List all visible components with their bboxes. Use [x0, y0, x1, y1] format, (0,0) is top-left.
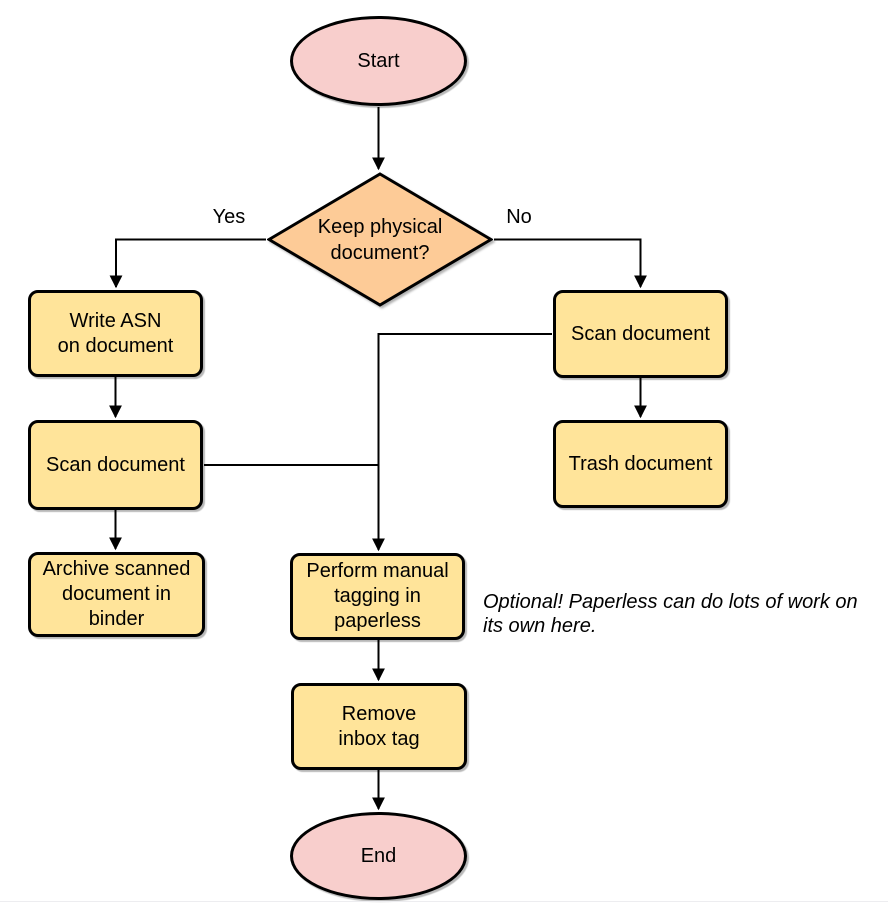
bottom-divider [0, 901, 888, 902]
connector-decision-no-to-scan-right [494, 238, 647, 289]
decision-node-label: Keep physical document? [317, 215, 443, 264]
write-asn-node: Write ASN on document [28, 290, 203, 377]
end-node-label: End [360, 844, 397, 867]
connector-scan-right-to-tagging [372, 333, 552, 552]
edge-label-yes: Yes [212, 206, 246, 228]
scan-document-right-node: Scan document [553, 290, 728, 378]
archive-node-label: Archive scanned document in binder [42, 558, 191, 630]
archive-node: Archive scanned document in binder [28, 552, 205, 637]
end-node: End [290, 812, 467, 900]
trash-document-node: Trash document [553, 420, 728, 508]
scan-document-right-node-label: Scan document [571, 322, 710, 345]
scan-document-left-node: Scan document [28, 420, 203, 510]
start-node: Start [290, 16, 467, 106]
optional-annotation: Optional! Paperless can do lots of work … [483, 591, 858, 637]
trash-document-node-label: Trash document [568, 452, 713, 475]
remove-inbox-tag-node-label: Remove inbox tag [338, 702, 420, 750]
decision-diamond-shape [267, 172, 493, 307]
write-asn-node-label: Write ASN on document [57, 309, 174, 357]
scan-document-left-node-label: Scan document [46, 453, 185, 476]
start-node-label: Start [357, 49, 400, 72]
manual-tagging-node-label: Perform manual tagging in paperless [306, 560, 449, 632]
manual-tagging-node: Perform manual tagging in paperless [290, 553, 465, 640]
connector-decision-yes-to-write-asn [109, 238, 266, 289]
remove-inbox-tag-node: Remove inbox tag [291, 683, 467, 770]
edge-label-no: No [506, 206, 532, 228]
